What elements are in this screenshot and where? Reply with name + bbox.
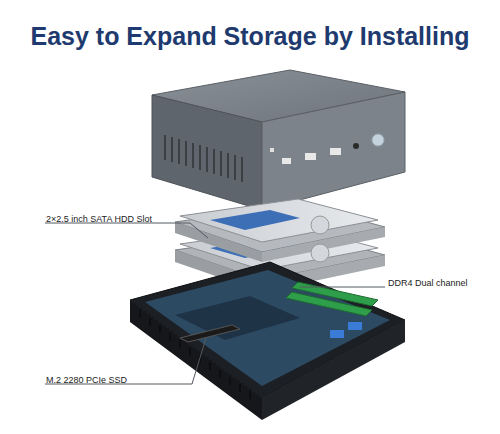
base-board	[130, 262, 405, 420]
part-label: 2×2.5 inch SATA HDD Slot	[46, 214, 152, 224]
leader-lines	[45, 223, 385, 384]
part-label: DDR4 Dual channel	[388, 278, 468, 288]
page-title: Easy to Expand Storage by Installing	[0, 22, 500, 51]
pc-case	[152, 70, 405, 210]
part-label: M.2 2280 PCIe SSD	[46, 375, 127, 385]
